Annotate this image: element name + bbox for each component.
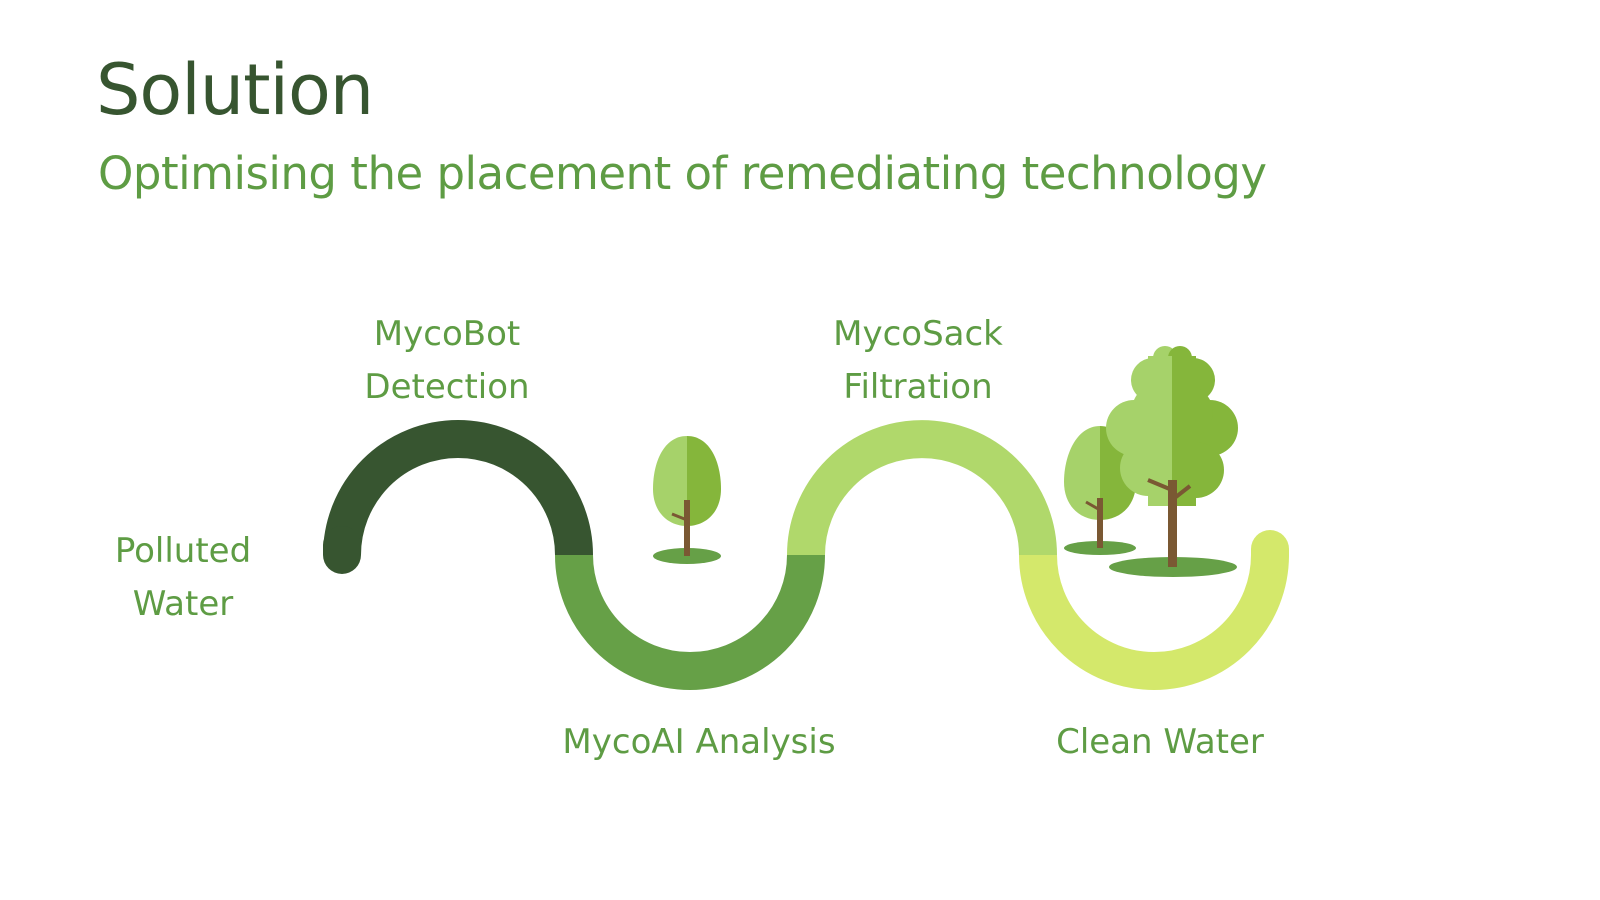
- wave-segment-clean: [1019, 554, 1289, 690]
- slide-title: Solution: [96, 49, 374, 131]
- stage-label-line: MycoAI Analysis: [562, 722, 836, 762]
- stage-label-line: Filtration: [843, 367, 993, 407]
- wave-segment-mycosack: [787, 420, 1057, 556]
- stage-label-line: Water: [132, 584, 234, 624]
- stage-label-polluted-water: Polluted Water: [115, 525, 251, 631]
- stage-label-line: Detection: [364, 367, 530, 407]
- stage-label-line: Clean Water: [1056, 722, 1264, 762]
- wave-segment-mycobot: [323, 420, 593, 556]
- stage-label-line: Polluted: [114, 531, 252, 571]
- stage-label-mycoai-analysis: MycoAI Analysis: [562, 716, 835, 769]
- stage-label-line: MycoBot: [373, 314, 521, 354]
- stage-label-clean-water: Clean Water: [1056, 716, 1264, 769]
- tree-icon: [1064, 426, 1136, 555]
- tree-icon: [1106, 346, 1238, 577]
- wave-segment-mycoai: [555, 554, 825, 690]
- stage-label-mycosack-filtration: MycoSack Filtration: [833, 308, 1003, 414]
- stage-label-mycobot-detection: MycoBot Detection: [364, 308, 529, 414]
- stage-label-line: MycoSack: [833, 314, 1003, 354]
- slide-subtitle: Optimising the placement of remediating …: [98, 147, 1267, 200]
- tree-icon: [653, 436, 721, 564]
